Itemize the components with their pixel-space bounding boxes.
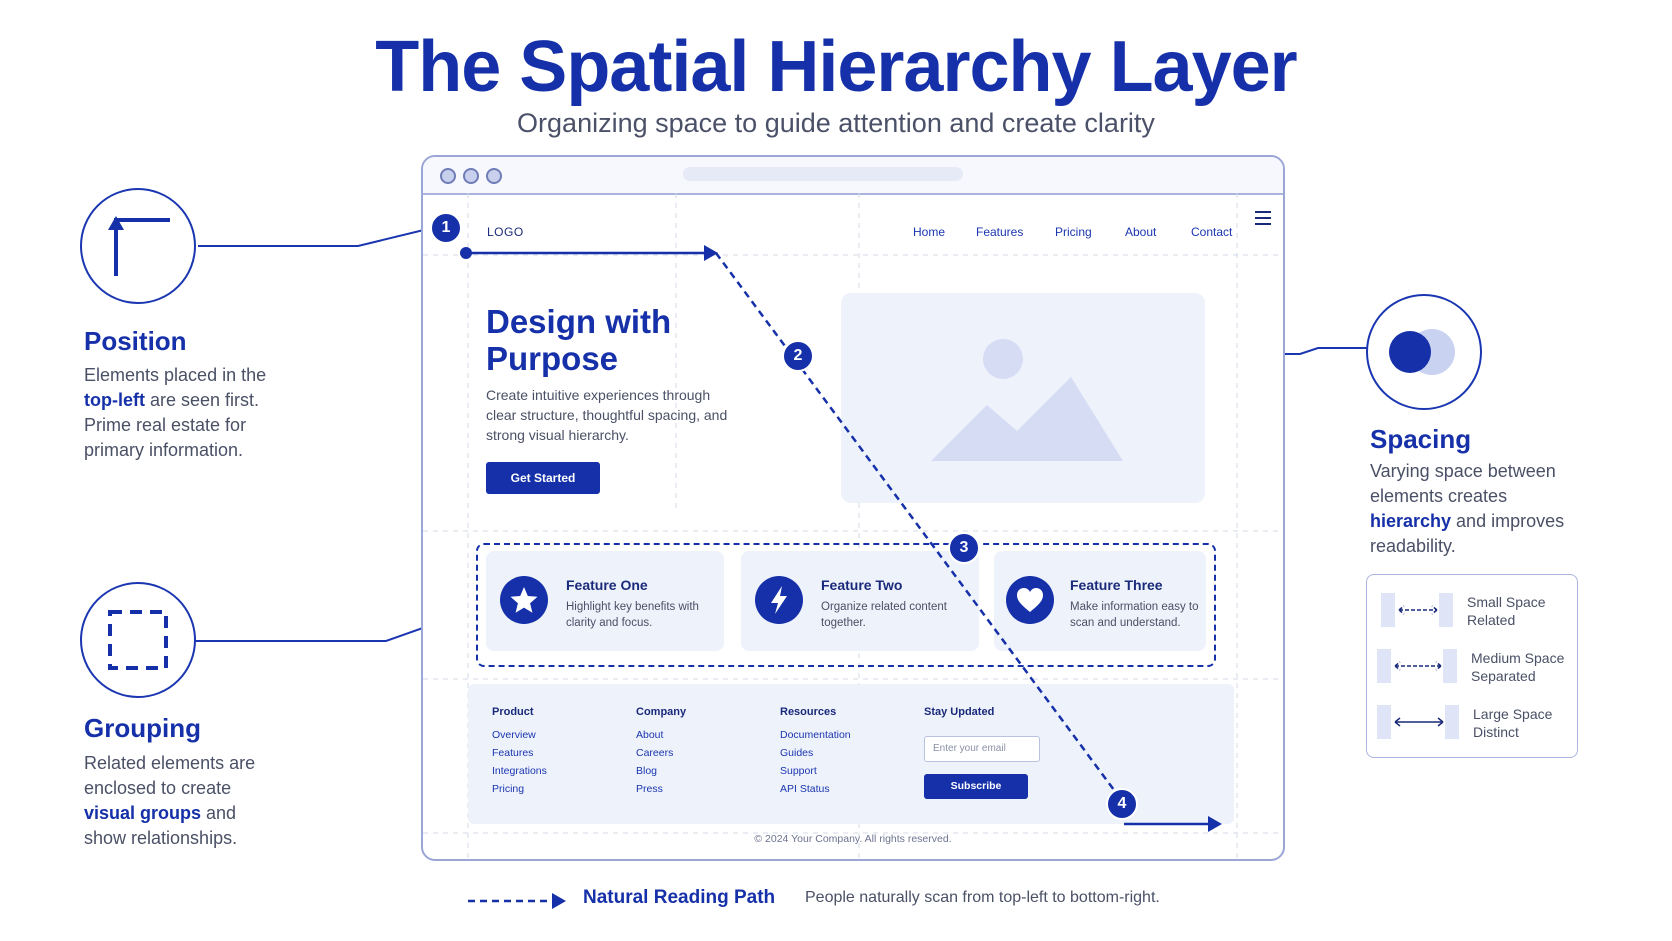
grouping-heading: Grouping xyxy=(84,713,201,743)
nav-about[interactable]: About xyxy=(1125,225,1157,239)
grouping-icon-circle xyxy=(80,582,196,698)
step-marker-2: 2 xyxy=(782,340,814,372)
feature-title: Feature Three xyxy=(1070,577,1163,593)
footer-link[interactable]: Features xyxy=(492,747,534,759)
nav-features[interactable]: Features xyxy=(976,225,1024,239)
dashed-square-icon xyxy=(108,610,168,670)
footer-heading-newsletter: Stay Updated xyxy=(924,706,995,718)
space-block xyxy=(1443,649,1457,683)
nav-home[interactable]: Home xyxy=(913,225,946,239)
space-block xyxy=(1377,649,1391,683)
footer-link[interactable]: Careers xyxy=(636,747,674,759)
footer-link[interactable]: Blog xyxy=(636,765,658,777)
page-subtitle: Organizing space to guide attention and … xyxy=(517,108,1155,138)
footer-heading-resources: Resources xyxy=(780,706,837,718)
heart-icon xyxy=(1006,576,1054,624)
footer-link[interactable]: Overview xyxy=(492,729,536,741)
small-space-arrow-icon xyxy=(1398,605,1438,615)
feature-text: Organize related content together. xyxy=(821,601,947,629)
step-marker-3: 3 xyxy=(948,532,980,564)
feature-group: Feature One Highlight key benefits with … xyxy=(476,543,1216,667)
position-heading: Position xyxy=(84,326,187,356)
footer-link[interactable]: API Status xyxy=(780,783,830,795)
footer-link[interactable]: Guides xyxy=(780,747,814,759)
footer-link[interactable]: About xyxy=(636,729,664,741)
feature-card[interactable]: Feature Two Organize related content tog… xyxy=(741,551,979,651)
feature-text: Make information easy to scan and unders… xyxy=(1070,601,1199,629)
step-marker-4: 4 xyxy=(1106,788,1138,820)
legend-text: People naturally scan from top-left to b… xyxy=(805,889,1160,906)
hero-text: Create intuitive experiences through cle… xyxy=(486,387,728,443)
space-block xyxy=(1377,705,1391,739)
footer-link[interactable]: Pricing xyxy=(492,783,525,795)
hero-title: Design with Purpose xyxy=(486,303,672,377)
feature-text: Highlight key benefits with clarity and … xyxy=(566,601,699,629)
spacing-description: Varying space between elements creates h… xyxy=(1370,461,1565,556)
address-bar[interactable] xyxy=(683,167,963,181)
lightning-icon xyxy=(755,576,803,624)
nav-pricing[interactable]: Pricing xyxy=(1055,225,1092,239)
browser-toolbar xyxy=(423,157,1283,195)
page-title: The Spatial Hierarchy Layer xyxy=(375,27,1297,107)
window-dot-icon xyxy=(463,168,479,184)
feature-card[interactable]: Feature One Highlight key benefits with … xyxy=(486,551,724,651)
footer-link[interactable]: Support xyxy=(780,765,817,777)
nav-contact[interactable]: Contact xyxy=(1191,225,1233,239)
step-marker-1: 1 xyxy=(430,212,462,244)
email-input[interactable]: Enter your email xyxy=(924,736,1040,762)
corner-arrow-icon xyxy=(108,216,170,276)
subscribe-button[interactable]: Subscribe xyxy=(924,774,1028,799)
feature-card[interactable]: Feature Three Make information easy to s… xyxy=(994,551,1206,651)
get-started-button[interactable]: Get Started xyxy=(486,462,600,494)
position-icon-circle xyxy=(80,188,196,304)
large-space-arrow-icon xyxy=(1394,717,1444,727)
grouping-description: Related elements are enclosed to create … xyxy=(84,753,256,848)
logo[interactable]: LOGO xyxy=(487,225,524,239)
footer-link[interactable]: Documentation xyxy=(780,729,851,741)
browser-mockup: LOGO Home Features Pricing About Contact… xyxy=(421,155,1285,861)
hamburger-icon[interactable] xyxy=(1253,209,1273,227)
space-block xyxy=(1381,593,1395,627)
copyright: © 2024 Your Company. All rights reserved… xyxy=(754,833,952,845)
spacing-heading: Spacing xyxy=(1370,424,1472,454)
overlapping-circles-icon xyxy=(1389,329,1455,375)
footer-heading-company: Company xyxy=(636,706,687,718)
legend-label: Natural Reading Path xyxy=(583,887,776,908)
star-icon xyxy=(500,576,548,624)
medium-space-arrow-icon xyxy=(1394,661,1442,671)
footer-link[interactable]: Press xyxy=(636,783,663,795)
hero-image xyxy=(841,293,1205,503)
feature-title: Feature One xyxy=(566,577,648,593)
space-block xyxy=(1439,593,1453,627)
footer-heading-product: Product xyxy=(492,706,534,718)
dashed-arrow-icon xyxy=(468,893,566,909)
spacing-icon-circle xyxy=(1366,294,1482,410)
image-placeholder-icon xyxy=(931,339,1123,461)
position-description: Elements placed in the top-left are seen… xyxy=(84,365,267,460)
window-dot-icon xyxy=(486,168,502,184)
window-dot-icon xyxy=(440,168,456,184)
footer-link[interactable]: Integrations xyxy=(492,765,547,777)
space-block xyxy=(1445,705,1459,739)
feature-title: Feature Two xyxy=(821,577,903,593)
